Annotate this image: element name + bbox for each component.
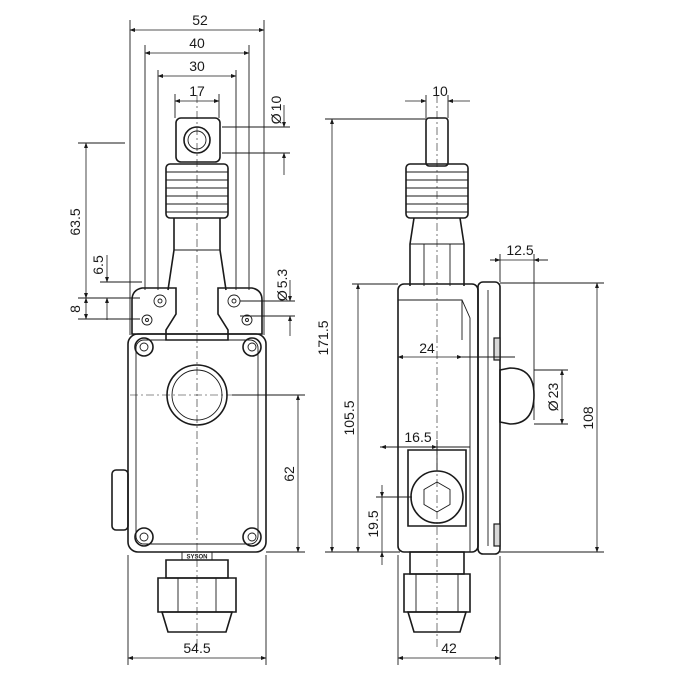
dim-6-5: 6.5 xyxy=(90,255,106,275)
side-reset-knob xyxy=(499,367,535,425)
dim-24: 24 xyxy=(419,340,435,356)
dim-12-5: 12.5 xyxy=(506,242,533,258)
side-bellows xyxy=(405,163,469,219)
dim-19-5: 19.5 xyxy=(365,510,381,537)
dim-side-10: 10 xyxy=(432,83,448,99)
dim-42: 42 xyxy=(441,640,457,656)
front-side-plug xyxy=(111,469,129,531)
dim-17: 17 xyxy=(189,83,205,99)
side-view: 10 12.5 171.5 24 105.5 Ø23 108 xyxy=(315,83,604,665)
front-mounting-flange xyxy=(131,287,263,341)
dim-52: 52 xyxy=(192,12,208,28)
front-corner-screws xyxy=(134,337,262,547)
dim-40: 40 xyxy=(189,35,205,51)
dim-63-5: 63.5 xyxy=(67,208,83,235)
side-shaft-rod xyxy=(425,117,449,167)
dim-16-5: 16.5 xyxy=(404,429,431,445)
front-cable-gland xyxy=(157,559,237,633)
side-actuator-boss xyxy=(407,449,467,527)
dim-105-5: 105.5 xyxy=(341,400,357,435)
front-view: SYSON 52 40 30 17 Ø xyxy=(67,12,305,665)
dim-108: 108 xyxy=(580,406,596,430)
front-eyelet-head xyxy=(175,117,221,163)
dim-diameter-23: Ø23 xyxy=(545,383,561,412)
side-cable-gland xyxy=(403,551,471,633)
dim-8: 8 xyxy=(67,305,83,313)
dim-171-5: 171.5 xyxy=(315,320,331,355)
front-eyelet-hole xyxy=(183,126,211,154)
dim-62: 62 xyxy=(281,466,297,482)
dim-diameter-10: Ø10 xyxy=(268,96,284,125)
side-cover-plate xyxy=(477,281,501,555)
front-bellows xyxy=(165,163,229,219)
dim-30: 30 xyxy=(189,58,205,74)
brand-mark: SYSON xyxy=(186,555,207,561)
front-reset-button xyxy=(166,364,228,426)
dim-diameter-5-3: Ø5.3 xyxy=(274,269,290,302)
dim-54-5: 54.5 xyxy=(183,640,210,656)
